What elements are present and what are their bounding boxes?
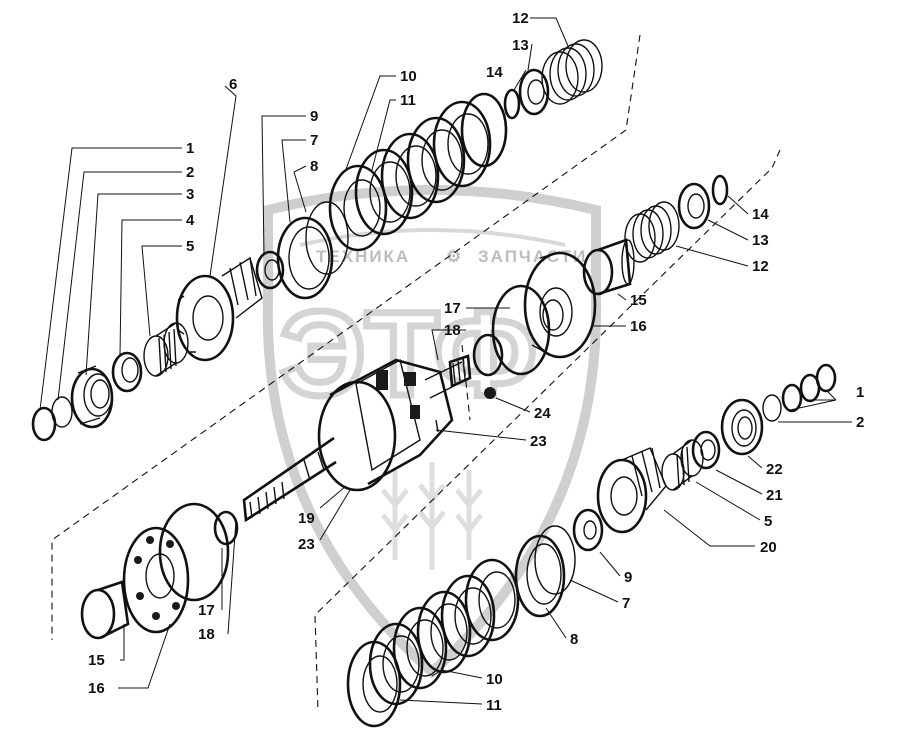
callout-7-lower: 7 [622, 595, 630, 612]
callout-5-upper: 5 [186, 238, 194, 255]
callout-14-lower: 14 [752, 206, 769, 223]
callout-21: 21 [766, 487, 783, 504]
callout-16-middle: 16 [630, 318, 647, 335]
callout-11-lower: 11 [486, 697, 502, 714]
callout-14-upper: 14 [486, 64, 503, 81]
callout-17-lower: 17 [198, 602, 215, 619]
callout-10-lower: 10 [486, 671, 503, 688]
thrust-washer-9-lower [572, 508, 604, 552]
callout-4: 4 [186, 212, 195, 229]
piston-7-upper [276, 216, 334, 300]
callout-15-middle: 15 [630, 292, 647, 309]
snap-rings-1-lower [781, 363, 837, 413]
callout-17-middle: 17 [444, 300, 461, 317]
clutch-pack-upper [328, 92, 508, 252]
snap-ring-2-upper [51, 396, 73, 428]
parts [31, 39, 837, 728]
seal-ring-18-middle [472, 333, 504, 377]
seal-ring-17-middle [491, 284, 551, 376]
retainer-13-lower [677, 182, 711, 230]
clutch-drum-19 [242, 354, 472, 523]
piston-16-middle [523, 251, 597, 359]
callout-7-upper: 7 [310, 132, 318, 149]
piston-16-lower [122, 526, 190, 634]
piston-7-lower [514, 534, 566, 618]
callout-9-upper: 9 [310, 108, 318, 125]
sleeve-15-middle [582, 238, 635, 296]
lower-axis-line [314, 149, 781, 713]
watermark-left-text: ТЕХНИКА [316, 247, 410, 266]
callout-23-left: 23 [298, 536, 315, 553]
gear-20 [596, 447, 667, 534]
callout-16-lower: 16 [88, 680, 105, 697]
callout-24: 24 [534, 405, 551, 422]
seal-ring-17-lower [158, 502, 230, 602]
bearing-22 [720, 398, 764, 456]
snap-ring-14-lower [711, 174, 729, 206]
snap-ring-14-upper [503, 88, 521, 120]
callout-1-upper: 1 [186, 140, 194, 157]
gear-6 [175, 256, 263, 362]
bearing-3 [70, 365, 114, 429]
callout-2-lower: 2 [856, 414, 864, 431]
callout-20: 20 [760, 539, 777, 556]
ring-21 [691, 430, 721, 470]
watermark-arch [299, 228, 566, 247]
callout-5-lower: 5 [764, 513, 772, 530]
seal-ring-18-lower [213, 510, 239, 546]
watermark-gear-icon: ⚙ [446, 247, 463, 266]
callout-9-lower: 9 [624, 569, 632, 586]
callout-19: 19 [298, 510, 315, 527]
callout-3: 3 [186, 186, 194, 203]
callout-1-lower: 1 [856, 384, 864, 401]
callout-23-right: 23 [530, 433, 547, 450]
spring-ring-8-upper [305, 201, 349, 275]
callout-numbers: 1 2 3 4 5 6 9 7 8 10 11 12 13 14 14 13 1… [88, 10, 864, 714]
snap-ring-1-upper [31, 406, 57, 442]
callout-12-lower: 12 [752, 258, 769, 275]
needle-bearing-5-upper [143, 322, 189, 377]
needle-bearing-5-lower [661, 439, 704, 491]
callout-18-middle: 18 [444, 322, 461, 339]
sleeve-15-lower [80, 580, 130, 640]
watermark-wheat-icon [381, 462, 483, 570]
retainer-13-upper [518, 68, 550, 116]
callout-10-upper: 10 [400, 68, 417, 85]
callout-18-lower: 18 [198, 626, 215, 643]
ball-24 [484, 387, 496, 399]
callout-22: 22 [766, 461, 783, 478]
callout-13-lower: 13 [752, 232, 769, 249]
spring-12-upper [541, 39, 603, 105]
spring-ring-8-lower [534, 525, 576, 595]
leader-lines [39, 17, 852, 705]
watermark: ТЕХНИКА ⚙ ЗАПЧАСТИ ЭТФ [262, 185, 602, 679]
callout-8-upper: 8 [310, 158, 318, 175]
callout-13-upper: 13 [512, 37, 529, 54]
clutch-pack-lower [346, 558, 520, 728]
callout-11-upper: 11 [400, 92, 416, 109]
callout-8-lower: 8 [570, 631, 578, 648]
callout-2-upper: 2 [186, 164, 194, 181]
callout-12-upper: 12 [512, 10, 529, 27]
snap-ring-2-lower [762, 394, 782, 422]
callout-15-lower: 15 [88, 652, 105, 669]
spring-12-lower [624, 201, 680, 263]
upper-axis-line [51, 34, 641, 640]
callout-6: 6 [229, 76, 237, 93]
ring-4 [111, 351, 143, 393]
